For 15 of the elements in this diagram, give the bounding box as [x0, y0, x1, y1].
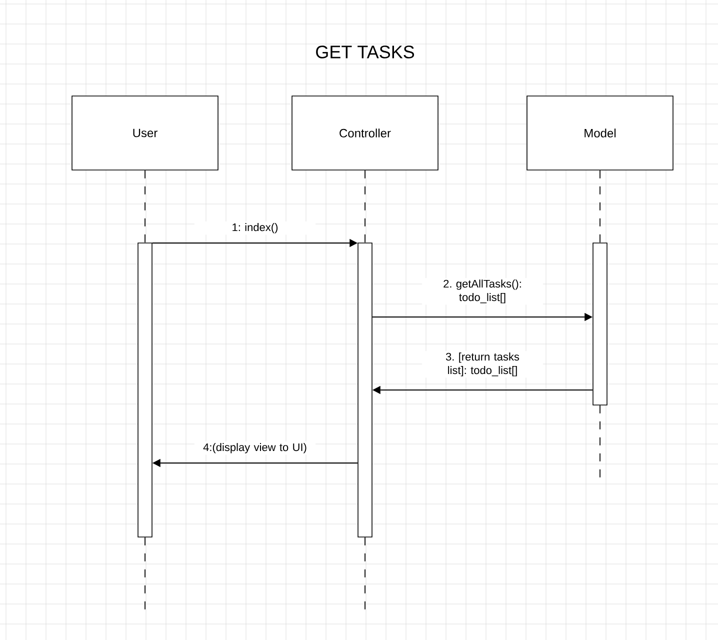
edge-label: 2. getAllTasks(): todo_list[] [422, 278, 543, 305]
edge-label: 4:(display view to UI) [194, 442, 316, 455]
lifeline [364, 170, 366, 244]
lifeline [144, 170, 146, 244]
activation-bar [138, 242, 152, 538]
lifeline [364, 536, 366, 611]
lifeline-box: Controller [292, 96, 438, 170]
lifeline-box: User [72, 96, 218, 170]
activation-bar [592, 242, 608, 406]
edge-label: 1: index() [194, 222, 316, 235]
lifeline [144, 536, 146, 611]
lifeline-box: Model [526, 96, 674, 170]
title: GET TASKS [316, 46, 414, 58]
activation-bar [358, 242, 372, 538]
edge-label: 3. [return tasks list]: todo_list[] [422, 351, 543, 378]
